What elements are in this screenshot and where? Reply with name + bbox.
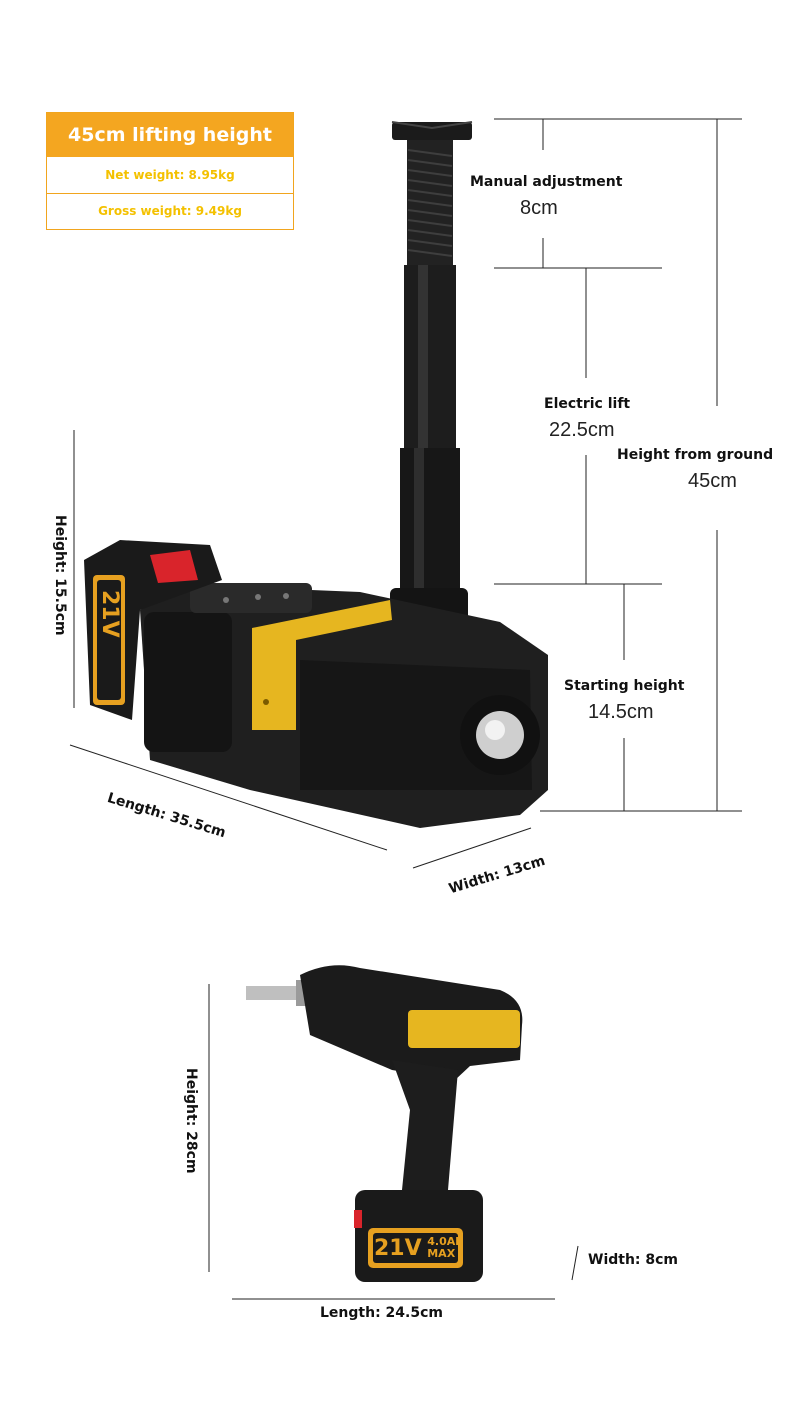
jack-height-label: Height: 15.5cm [52, 515, 68, 636]
manual-adjustment-label: Manual adjustment [470, 174, 623, 190]
wrench-battery-capacity: 4.0Ah [427, 1235, 464, 1248]
wrench-width-label: Width: 8cm [588, 1252, 679, 1268]
jack-body [140, 583, 548, 828]
spec-title: 45cm lifting height [47, 113, 293, 157]
jack-screw [390, 121, 473, 632]
height-from-ground-value: 45cm [688, 470, 737, 492]
jack-battery [84, 540, 222, 720]
gross-weight: Gross weight: 9.49kg [98, 204, 242, 218]
height-from-ground-label: Height from ground [617, 447, 774, 463]
impact-wrench-illustration [208, 965, 579, 1300]
starting-height-label: Starting height [564, 678, 685, 694]
jack-dimension-lines [69, 118, 742, 869]
jack-battery-label: 21V [97, 590, 122, 638]
manual-adjustment-value: 8cm [520, 197, 558, 219]
wrench-length-label: Length: 24.5cm [320, 1305, 443, 1321]
starting-height-value: 14.5cm [588, 701, 654, 723]
wrench-battery-voltage: 21V [374, 1236, 422, 1261]
spec-box: 45cm lifting height Net weight: 8.95kg G… [46, 112, 294, 230]
wrench-height-label: Height: 28cm [183, 1068, 199, 1174]
battery-voltage: 21V [97, 590, 122, 638]
electric-lift-label: Electric lift [544, 396, 631, 412]
electric-lift-value: 22.5cm [549, 419, 615, 441]
wrench-battery-label: 21V 4.0Ah MAX [374, 1235, 464, 1262]
wrench-battery-max: MAX [427, 1247, 456, 1260]
net-weight: Net weight: 8.95kg [47, 157, 293, 194]
